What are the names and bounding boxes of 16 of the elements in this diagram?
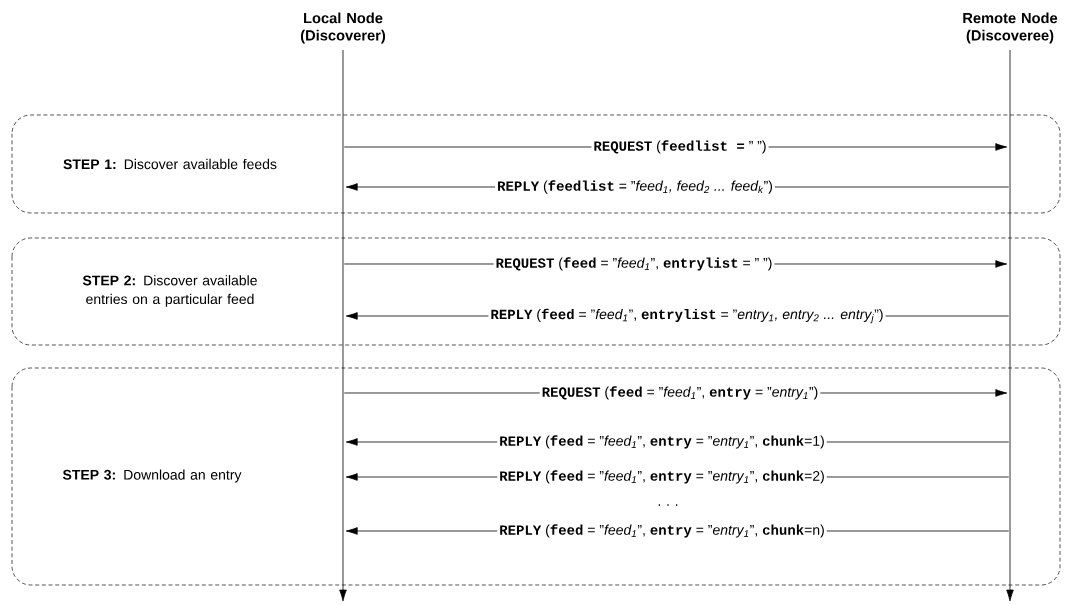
lifeline-arrow bbox=[1006, 49, 1014, 602]
edge-label: REQUEST (feed = ”feed$_{1}$”, entrylist = ” ”) bbox=[493, 255, 775, 273]
ellipsis: . . . bbox=[658, 504, 678, 506]
edge-label: REPLY (feedlist = ”feed$_{1}$, feed$_{2}$ ... feed$_{k}$”) bbox=[495, 178, 775, 196]
edge-label: REPLY (feed = ”feed$_{1}$”, entry = ”entry$_{1}$”, chunk=n) bbox=[497, 522, 827, 540]
lifeline-header: Remote Node (Discoveree) bbox=[963, 12, 1058, 44]
edge-label: REQUEST (feedlist = ” ”) bbox=[591, 138, 769, 156]
edge-label: REPLY (feed = ”feed$_{1}$”, entrylist = ”entry$_{1}$, entry$_{2}$ ... entry$_{j}$”) bbox=[488, 306, 886, 326]
edge-label: REPLY (feed = ”feed$_{1}$”, entry = ”entry$_{1}$”, chunk=2) bbox=[497, 468, 827, 486]
step-caption: STEP 3: Download an entry bbox=[62, 469, 242, 483]
step-caption: STEP 2: Discover available entries on a particular feed bbox=[82, 275, 257, 307]
step-caption: STEP 1: Discover available feeds bbox=[63, 158, 277, 170]
edge-label: REPLY (feed = ”feed$_{1}$”, entry = ”entry$_{1}$”, chunk=1) bbox=[497, 433, 827, 451]
edge-label: REQUEST (feed = ”feed$_{1}$”, entry = ”entry$_{1}$”) bbox=[539, 384, 821, 402]
lifeline-arrow bbox=[339, 49, 347, 602]
lifeline-header: Local Node (Discoverer) bbox=[300, 12, 386, 44]
